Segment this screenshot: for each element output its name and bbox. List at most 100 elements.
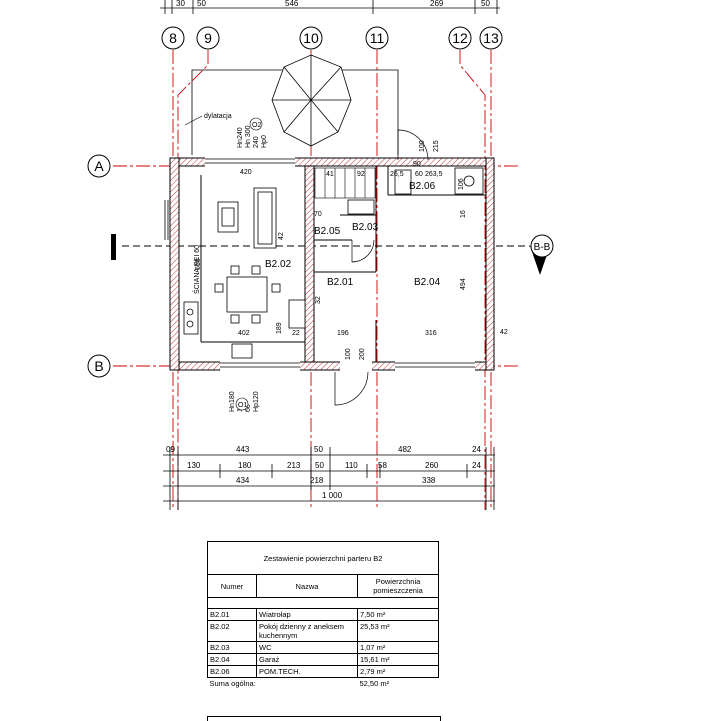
room-label-b203: B2.03 xyxy=(352,222,379,233)
top-dim-0: 30 xyxy=(176,0,185,8)
label-dylatacja: dylatacja xyxy=(204,113,232,120)
floor-plan: 30 50 546 269 50 8 9 10 11 12 13 A B B-B xyxy=(87,0,554,510)
dim-16: 16 xyxy=(460,210,467,218)
bottom-dim-2-3: 50 xyxy=(315,461,324,470)
bottom-dim-2-5: 58 xyxy=(378,461,387,470)
row-area: 1,07 m² xyxy=(357,641,439,654)
axis-label-b: B xyxy=(94,358,103,374)
top-dimension-line xyxy=(160,0,500,14)
furniture xyxy=(183,167,484,359)
window-top-id: O2 xyxy=(252,122,261,129)
bottom-dim-4-0: 1 000 xyxy=(322,491,343,500)
axis-label-12: 12 xyxy=(452,30,468,46)
row-number: B2.03 xyxy=(207,641,257,654)
row-area: 7,50 m² xyxy=(357,608,439,621)
room-label-b201: B2.01 xyxy=(327,277,354,288)
row-name: WC xyxy=(256,641,358,654)
dim-616: 616 xyxy=(195,258,202,270)
dim-32: 32 xyxy=(315,296,322,304)
row-name: Pokój dzienny z aneksem kuchennym xyxy=(256,620,358,642)
dim-402: 402 xyxy=(238,330,250,337)
top-dim-4: 50 xyxy=(481,0,490,8)
bottom-dim-2-4: 110 xyxy=(345,461,358,470)
bottom-dim-3-1: 218 xyxy=(310,476,324,485)
dim-215: 215 xyxy=(433,140,440,152)
header-name: Nazwa xyxy=(256,574,358,598)
axis-label-9: 9 xyxy=(204,30,212,46)
total-value: 52,50 m² xyxy=(359,679,390,688)
dim-90a: 90 xyxy=(413,161,421,168)
row-number: B2.02 xyxy=(207,620,257,642)
dim-316: 316 xyxy=(425,330,437,337)
bottom-dim-2-7: 24 xyxy=(472,461,481,470)
total-label: Suma ogólna: xyxy=(209,679,256,688)
window-top-0: Hn240 xyxy=(237,127,244,148)
top-dim-2: 546 xyxy=(285,0,299,8)
dim-42b: 42 xyxy=(500,329,508,336)
bottom-dim-2-6: 260 xyxy=(425,461,439,470)
top-dim-3: 269 xyxy=(430,0,444,8)
top-dim-1: 50 xyxy=(197,0,206,8)
window-bottom-id-circle xyxy=(235,397,249,411)
table-row: B2.04 Garaż 15,61 m² xyxy=(207,653,439,666)
window-bottom-0: Hn180 xyxy=(229,391,236,412)
room-label-b202: B2.02 xyxy=(265,259,292,270)
window-top-3: Hp0 xyxy=(261,135,268,148)
row-number: B2.06 xyxy=(207,665,257,678)
window-bottom-3: Hp120 xyxy=(253,391,260,412)
axis-label-13: 13 xyxy=(483,30,499,46)
bottom-dim-2-1: 180 xyxy=(238,461,252,470)
row-number: B2.04 xyxy=(207,653,257,666)
row-area: 15,61 m² xyxy=(357,653,439,666)
dim-60a: 60 xyxy=(415,171,423,178)
bottom-dim-1-2: 50 xyxy=(314,445,323,454)
section-label: B-B xyxy=(534,242,551,253)
dim-494: 494 xyxy=(460,278,467,290)
header-number: Numer xyxy=(207,574,257,598)
bottom-dim-1-3: 482 xyxy=(398,445,412,454)
bottom-dim-1-4: 24 xyxy=(472,445,481,454)
area-table-title: Zestawienie powierzchni parteru B2 xyxy=(207,541,439,575)
doors xyxy=(334,129,429,406)
window-top-2: 240 xyxy=(253,136,260,148)
window-lines xyxy=(164,158,475,368)
header-area: Powierzchnia pomieszczenia xyxy=(357,574,439,598)
dim-420: 420 xyxy=(240,169,252,176)
dim-189: 189 xyxy=(276,322,283,334)
bottom-dim-2-2: 213 xyxy=(287,461,301,470)
row-area: 2,79 m² xyxy=(357,665,439,678)
row-name: POM.TECH. xyxy=(256,665,358,678)
dim-92: 92 xyxy=(357,171,365,178)
row-name: Garaż xyxy=(256,653,358,666)
bottom-dim-3-2: 338 xyxy=(422,476,436,485)
exterior-walls xyxy=(169,157,495,371)
table-row: B2.02 Pokój dzienny z aneksem kuchennym … xyxy=(207,620,439,642)
window-top-1: Hn 300 xyxy=(245,125,252,148)
room-label-b206: B2.06 xyxy=(409,181,436,192)
stairs xyxy=(314,167,376,199)
dim-26: 26,5 xyxy=(390,171,404,178)
row-number: B2.01 xyxy=(207,608,257,621)
area-table: Zestawienie powierzchni parteru B2 Numer… xyxy=(207,541,439,689)
grid-axis-bubbles xyxy=(87,26,503,378)
spacer-row xyxy=(207,597,439,609)
window-top-id-circle xyxy=(249,117,263,131)
second-table-edge xyxy=(207,716,441,721)
dim-70: 70 xyxy=(314,211,322,218)
table-row: B2.06 POM.TECH. 2,79 m² xyxy=(207,665,439,678)
dylatacja-leader xyxy=(184,115,203,126)
window-bottom-id: O1 xyxy=(238,402,247,409)
axis-label-11: 11 xyxy=(370,30,385,46)
room-label-b204: B2.04 xyxy=(414,277,441,288)
table-row: B2.03 WC 1,07 m² xyxy=(207,641,439,654)
room-label-b205: B2.05 xyxy=(314,226,341,237)
section-marker xyxy=(111,234,554,275)
bottom-dim-2-0: 130 xyxy=(187,461,201,470)
axis-label-10: 10 xyxy=(303,30,319,46)
dim-41: 41 xyxy=(326,171,334,178)
bottom-dimension-lines xyxy=(163,447,495,510)
axis-label-a: A xyxy=(94,158,104,174)
table-row: B2.01 Wiatrołap 7,50 m² xyxy=(207,608,439,621)
dim-100a: 100 xyxy=(419,140,426,152)
dim-100b: 100 xyxy=(345,348,352,360)
